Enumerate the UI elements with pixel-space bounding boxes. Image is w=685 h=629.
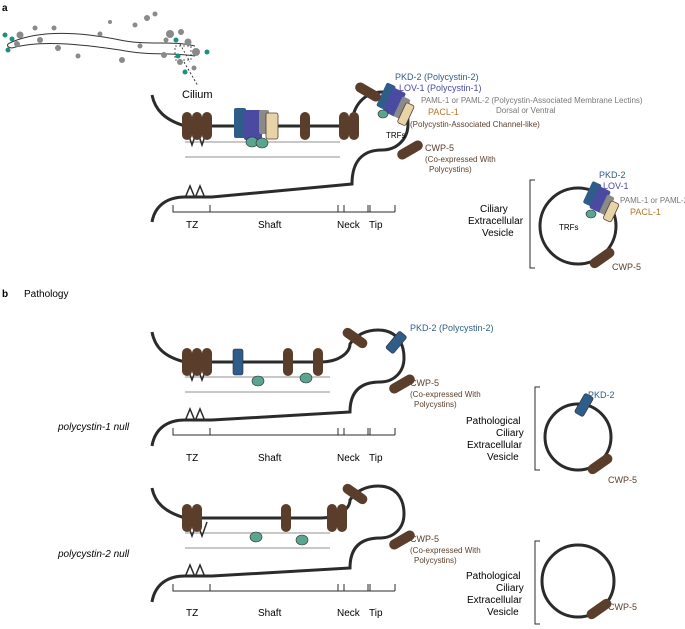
vesicle-b1-title3: Extracellular <box>467 440 523 451</box>
region-tz-a: TZ <box>186 220 198 231</box>
label-pkd2-a: PKD-2 (Polycystin-2) <box>395 72 479 82</box>
region-neck-b2: Neck <box>337 608 361 619</box>
vesicle-a-lov1: LOV-1 <box>603 181 629 191</box>
label-cwp5-a: CWP-5 <box>425 143 454 153</box>
label-dorsal-ventral-a: Dorsal or Ventral <box>496 106 556 115</box>
label-cwp5-full1-a: (Co-expressed With <box>425 155 496 164</box>
vesicle-b1-title1: Pathological <box>466 416 520 427</box>
label-cwp5-full2-a: Polycystins) <box>429 165 472 174</box>
label-cwp5-b1: CWP-5 <box>410 378 439 388</box>
region-shaft-b2: Shaft <box>258 608 282 619</box>
panel-b-letter: b <box>2 289 8 300</box>
panel-a-letter: a <box>2 3 8 14</box>
label-pacl1-a: PACL-1 <box>428 107 459 117</box>
region-tip-a: Tip <box>369 220 383 231</box>
vesicle-a-pkd2: PKD-2 <box>599 170 626 180</box>
region-tip-b2: Tip <box>369 608 383 619</box>
vesicle-a-paml: PAML-1 or PAML-2 <box>620 196 685 205</box>
region-neck-a: Neck <box>337 220 361 231</box>
panel-b-title: Pathology <box>24 289 68 300</box>
vesicle-b2 <box>534 540 616 625</box>
vesicle-a <box>529 179 620 271</box>
vesicle-a-title2: Extracellular <box>468 216 524 227</box>
label-lov1-a: LOV-1 (Polycystin-1) <box>399 83 482 93</box>
label-paml-a: PAML-1 or PAML-2 (Polycystin-Associated … <box>421 96 643 105</box>
genotype-b2: polycystin-2 null <box>57 549 130 560</box>
label-trfs-a: TRFs <box>386 131 406 140</box>
vesicle-a-trfs: TRFs <box>559 223 579 232</box>
genotype-b1: polycystin-1 null <box>57 422 130 433</box>
label-cwp5-b2: CWP-5 <box>410 534 439 544</box>
cilium-b2 <box>150 481 417 603</box>
region-tip-b1: Tip <box>369 453 383 464</box>
vesicle-b1-title4: Vesicle <box>487 452 519 463</box>
label-pkd2-b1: PKD-2 (Polycystin-2) <box>410 323 494 333</box>
vesicle-b1-cwp5: CWP-5 <box>608 475 637 485</box>
vesicle-b1-pkd2: PKD-2 <box>588 390 615 400</box>
vesicle-b1-title2: Ciliary <box>496 428 524 439</box>
vesicle-a-title3: Vesicle <box>482 228 514 239</box>
label-cwp5-full1-b1: (Co-expressed With <box>410 390 481 399</box>
vesicle-b2-cwp5: CWP-5 <box>608 602 637 612</box>
vesicle-b2-title4: Vesicle <box>487 607 519 618</box>
region-tz-b2: TZ <box>186 608 198 619</box>
vesicle-a-cwp5: CWP-5 <box>612 262 641 272</box>
vesicle-b2-title1: Pathological <box>466 571 520 582</box>
region-tz-b1: TZ <box>186 453 198 464</box>
label-pacl1-full-a: (Polycystin-Associated Channel-like) <box>410 120 540 129</box>
label-cwp5-full1-b2: (Co-expressed With <box>410 546 481 555</box>
region-shaft-a: Shaft <box>258 220 282 231</box>
vesicle-b2-title3: Extracellular <box>467 595 523 606</box>
region-shaft-b1: Shaft <box>258 453 282 464</box>
vesicle-a-title1: Ciliary <box>480 204 508 215</box>
cilium-label: Cilium <box>182 89 213 101</box>
cilium-b1 <box>150 325 417 447</box>
label-cwp5-full2-b2: Polycystins) <box>414 556 457 565</box>
vesicle-b1 <box>534 386 615 477</box>
label-cwp5-full2-b1: Polycystins) <box>414 400 457 409</box>
vesicle-a-pacl1: PACL-1 <box>630 207 661 217</box>
region-neck-b1: Neck <box>337 453 361 464</box>
cilium-a <box>150 80 425 223</box>
vesicle-b2-title2: Ciliary <box>496 583 524 594</box>
worm-illustration <box>2 11 210 87</box>
